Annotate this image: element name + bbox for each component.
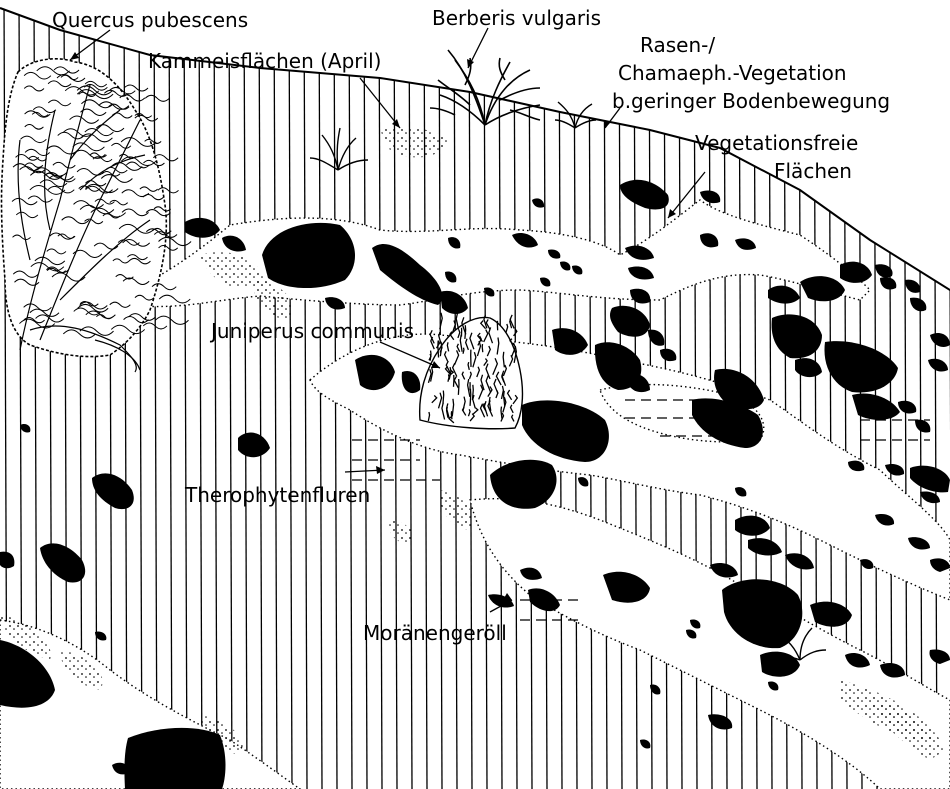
boulder [20,424,30,433]
hatch-line [229,0,232,789]
boulder [920,491,940,503]
boulder [910,466,950,493]
label-moraene: Moränengeröll [363,621,507,645]
hatch-line [259,0,262,789]
boulder [928,359,948,372]
label-rasen-1: Rasen-/ [640,33,715,57]
oak-leaf-squiggle [145,95,169,101]
hatch-line [304,0,307,789]
label-rasen-2: Chamaeph.-Vegetation [618,61,847,85]
juniper-needle [443,391,444,404]
small-shrub-icon [310,128,368,170]
juniper-shrub-icon [420,313,523,429]
hatch-line [184,0,187,789]
boulder [910,298,926,312]
juniper-needle [456,313,458,329]
boulder [124,728,225,789]
hatch-line [244,0,247,789]
boulder [40,543,85,582]
oak-leaf-squiggle [155,316,188,324]
hatch-line [904,0,907,789]
boulder [768,286,800,304]
boulder [795,358,822,377]
boulder [0,552,14,569]
boulder [929,649,950,664]
boulder [930,333,950,347]
boulder [735,516,770,536]
boulder [532,198,544,207]
oak-leaf-squiggle [153,155,178,161]
boulder [640,739,650,748]
oak-tree-icon [2,59,192,372]
label-therophyten: Therophytenfluren [184,483,370,507]
label-rasen-3: b.geringer Bodenbewegung [612,89,890,113]
boulder [578,477,588,486]
hatch-line [214,0,217,789]
label-vegfrei-1: Vegetationsfreie [695,131,858,155]
boulder [840,262,872,283]
boulder [610,306,650,337]
oak-leaf-squiggle [124,85,148,91]
hatch-line [154,0,157,789]
juniper-needle [438,341,439,358]
boulder [238,433,270,458]
label-kammeis: Kammeisflächen (April) [148,49,381,73]
juniper-needle [501,407,502,419]
boulder [92,473,134,509]
hatch-line [169,0,172,789]
boulder [898,401,916,414]
boulder [915,420,930,433]
juniper-needle [482,344,483,352]
boulder [700,190,720,203]
boulder [748,538,782,555]
label-juniperus: Juniperus communis [209,319,414,343]
label-vegfrei-2: Flächen [774,159,852,183]
juniper-needle [470,389,471,406]
boulder [620,180,669,210]
boulder [552,328,588,355]
label-berberis: Berberis vulgaris [432,6,601,30]
juniper-needle [458,379,459,395]
hatch-line [934,0,937,789]
boulder [660,349,676,361]
boulder [880,277,896,289]
hatch-line [199,0,202,789]
juniper-needle [506,324,508,332]
hatch-line [919,0,922,789]
boulder [785,553,814,569]
juniper-needle [451,411,452,419]
boulder [885,464,904,476]
boulder [772,314,822,358]
juniper-needle [463,348,464,354]
hatch-line [289,0,292,789]
boulder [824,341,898,392]
hatch-line [274,0,277,789]
boulder [905,280,920,293]
label-quercus: Quercus pubescens [52,8,248,32]
